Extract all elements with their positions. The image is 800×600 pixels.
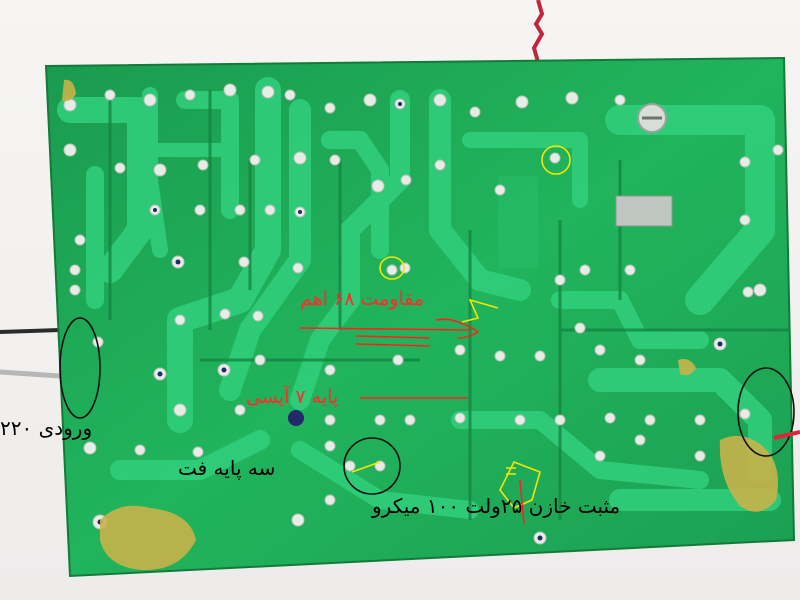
red-wire-right <box>773 430 800 440</box>
mounting-screw <box>637 103 667 133</box>
red-wire-top <box>531 0 545 63</box>
solder-pads <box>63 83 784 545</box>
fet-circle <box>343 437 401 495</box>
yellow-markers <box>351 145 571 509</box>
board-silkscreen <box>498 176 538 268</box>
copper-traces <box>57 77 781 519</box>
label-resistor-68-ohm: مقاومت ۶۸ اهم <box>300 288 425 310</box>
label-ic-pin-7: پایه ۷ آیسی <box>246 386 339 408</box>
output-terminal-circle <box>737 367 795 457</box>
glue-blobs <box>62 79 778 571</box>
black-markers <box>59 317 795 495</box>
red-markers <box>299 318 525 525</box>
component-holes <box>97 102 723 541</box>
label-fet-three-pin: سه پایه فت <box>178 456 276 480</box>
regulator-tab <box>615 195 673 227</box>
label-input-220: ورودی ۲۲۰ <box>0 416 93 440</box>
input-cables <box>0 328 61 379</box>
board-gaps <box>108 90 790 520</box>
input-terminal-circle <box>59 317 101 419</box>
label-cap-positive: مثبت خازن ۲۵ولت ۱۰۰ میکرو <box>372 494 621 518</box>
